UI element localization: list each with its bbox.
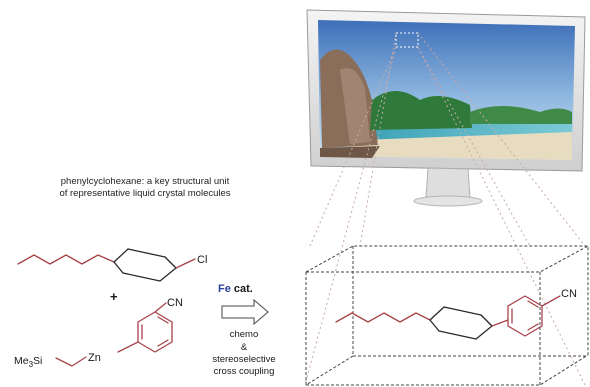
silyl-group-text: Me (14, 355, 29, 367)
silyl-methylene (55, 356, 87, 367)
plus-sign: + (110, 289, 118, 304)
alkyl-chain (17, 254, 115, 265)
product-cn-label: CN (561, 288, 577, 300)
ring-to-cn-bond (154, 302, 167, 313)
product-cn-bond (541, 295, 561, 307)
product-alkyl-chain (335, 312, 431, 323)
product-benzene (507, 295, 543, 337)
chlorine-label: Cl (197, 254, 207, 266)
silyl-subscript: 3 (29, 360, 34, 369)
product-linker-bond (491, 319, 509, 327)
tropical-beach-photo (318, 20, 575, 160)
caption-line-2: of representative liquid crystal molecul… (59, 188, 231, 199)
zinc-label: Zn (88, 352, 101, 364)
projection-lines (304, 32, 586, 386)
conditions-text: chemo & stereoselective cross coupling (212, 329, 275, 377)
monitor-base (413, 195, 483, 207)
cyclohexane-ring (113, 248, 177, 282)
c-cl-bond (175, 258, 196, 269)
conditions-line-3: stereoselective (212, 354, 275, 365)
organozinc-reagent (55, 302, 173, 367)
catalyst-metal: Fe (218, 283, 231, 295)
monitor (306, 9, 586, 207)
product-box (305, 245, 589, 386)
catalyst-suffix: cat. (234, 283, 253, 295)
benzene-ring (137, 311, 173, 353)
caption-line-1: phenylcyclohexane: a key structural unit (60, 176, 230, 187)
zoom-marker (395, 32, 419, 48)
monitor-neck (425, 167, 471, 199)
conditions-line-1: chemo (230, 329, 259, 340)
conditions-line-4: cross coupling (214, 366, 275, 377)
silyl-label: Me3Si (14, 355, 42, 369)
product-molecule (335, 295, 561, 340)
silyl-rest: Si (33, 355, 42, 367)
cyclohexyl-chloride (17, 248, 196, 282)
product-cyclohexane (429, 306, 493, 340)
reaction-arrow (221, 298, 269, 326)
caption: phenylcyclohexane: a key structural unit… (0, 176, 290, 200)
zn-ring-bond (117, 341, 139, 353)
conditions-line-2: & (241, 342, 248, 353)
reagent-cn-label: CN (167, 297, 183, 309)
